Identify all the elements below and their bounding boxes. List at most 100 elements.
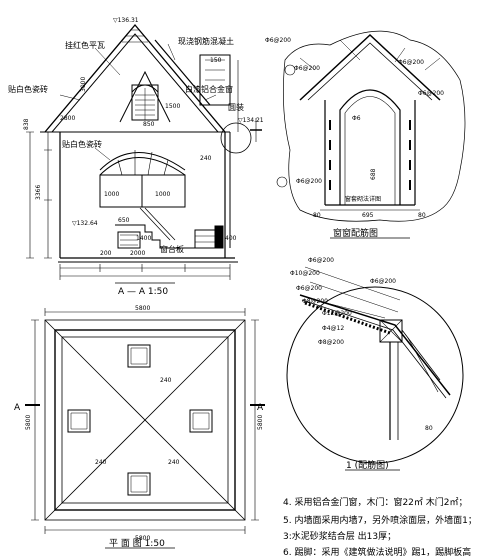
dim-2000: 2000 (130, 250, 145, 257)
note-4: 4. 采用铝合金门窗，木门：窗22㎡ 木门2㎡； (283, 496, 468, 508)
label-white-tile-mid: 贴白色瓷砖 (62, 139, 102, 149)
rebar-n-4: Φ12@200 (322, 310, 352, 317)
chimney-lines (205, 59, 225, 81)
rebar-w-5: Φ6 (352, 115, 361, 122)
dormer-mullions (135, 88, 155, 120)
elev-ground: ▽132.64 (72, 220, 98, 227)
dim-400: 400 (225, 235, 237, 242)
plan-dim-left: 5800 (25, 415, 32, 430)
plan-dim-240-a: 240 (160, 377, 172, 384)
caption-section: A — A 1:50 (118, 287, 168, 297)
dormer-arch (131, 84, 159, 93)
ridge-hatch (122, 29, 148, 43)
stair-steps (115, 224, 200, 249)
detail-circle-1 (220, 122, 252, 154)
rebar-n-2: Φ6@200 (296, 285, 322, 292)
elev-eave: ▽134.21 (238, 117, 264, 124)
dim-695: 695 (362, 212, 374, 219)
node-leaders (304, 266, 401, 319)
stair-hatch (120, 234, 138, 246)
section-mark-left: A (14, 403, 21, 413)
node-circle (286, 286, 464, 464)
window-arch-inner (344, 96, 396, 205)
caption-plan: 平 面 图 1:50 (109, 538, 165, 549)
dim-1500: 1500 (165, 103, 180, 110)
plan-dim-ticks (31, 308, 259, 534)
dim-1000-b: 1000 (155, 191, 170, 198)
dim-ticks-bottom (59, 264, 231, 280)
plan-dormer-top (127, 344, 151, 368)
rebar-w-1: Φ6@200 (294, 65, 320, 72)
rebar-w-3: Φ6@200 (418, 90, 444, 97)
chimney (199, 54, 231, 106)
detail-cloud-outline (283, 30, 466, 222)
plan-overhang (44, 319, 246, 521)
node-roof-inner (301, 299, 447, 399)
node-beam-x (379, 319, 403, 343)
rebar-n-5: Φ4@12 (322, 325, 344, 332)
plan-drawing (25, 308, 265, 549)
label-red-tile: 挂红色平瓦 (65, 40, 105, 50)
rebar-n-0: Φ6@200 (308, 257, 334, 264)
plan-inner (61, 336, 229, 504)
dim-1400: 1400 (136, 235, 151, 242)
label-white-tile-top: 贴白色瓷砖 (8, 84, 48, 94)
dim-200: 200 (100, 250, 112, 257)
elev-ridge: ▽136.31 (113, 17, 139, 24)
note-6: 6. 踢脚：采用《建筑做法说明》踢1，踢脚板高 (283, 546, 471, 558)
dim-240: 240 (200, 155, 212, 162)
plan-dormer-bottom (127, 472, 151, 496)
window-arch-opening (339, 89, 401, 205)
main-roof-inner (51, 33, 219, 133)
plan-dormer-left (67, 409, 91, 433)
window-arch-outer (99, 152, 186, 171)
dim-80-a: 80 (313, 212, 321, 219)
rebar-w-0: Φ6@200 (265, 37, 291, 44)
dim-826: 150 (210, 57, 222, 64)
dim-80-b: 80 (418, 212, 426, 219)
window-gable-outer (299, 33, 441, 101)
arch-voussoirs (117, 150, 169, 176)
dim-838: 838 (23, 118, 30, 130)
dim-ticks-left (26, 131, 52, 259)
hip-inner-2 (61, 336, 229, 504)
plan-dim-240-c: 240 (95, 459, 107, 466)
window-inner-note: 窗套砌法详图 (345, 195, 381, 203)
label-concrete: 现浇钢筋混凝土 (178, 36, 234, 46)
plan-dormer-inner (70, 347, 210, 493)
section-mark-right: A (257, 403, 264, 413)
plan-dim-bottom: 5800 (135, 535, 150, 542)
plan-dim-right: 5800 (257, 415, 264, 430)
dormer-roof (119, 70, 171, 123)
rebar-n-1: Φ10@200 (290, 270, 320, 277)
rebar-w-2: Φ6@200 (398, 59, 424, 66)
platform-post (214, 225, 224, 249)
plan-dormer-right (189, 409, 213, 433)
node-dim-80: 80 (425, 425, 433, 432)
caption-node: 1 (配筋图) (346, 459, 389, 471)
rebar-dots (329, 120, 411, 190)
dim-3000: 3000 (80, 77, 87, 92)
label-round: 圆装 (228, 102, 244, 112)
rebar-callout-a (276, 176, 288, 188)
rebar-w-4: Φ6@200 (296, 178, 322, 185)
plan-outer (54, 329, 236, 511)
side-roof (154, 39, 211, 106)
stair-stringer (139, 207, 176, 241)
leader-lines (59, 43, 217, 161)
label-sill: 窗台板 (160, 244, 184, 254)
plan-dim-top: 5800 (135, 305, 150, 312)
stair-rail-box (117, 231, 141, 249)
rebar-callout-b (284, 64, 296, 76)
node-rebar-dashed (304, 301, 391, 335)
note-5: 5. 内墙面采用内墙7，另外喷涂面层，外墙面1； (283, 514, 477, 526)
label-aluminum-window: 白漆铝合金窗 (185, 84, 233, 94)
dim-1000-a: 1000 (104, 191, 119, 198)
node-roof-line (299, 294, 451, 396)
node-diagonal-2 (407, 337, 439, 393)
window-detail (250, 30, 466, 239)
rebar-leaders (299, 39, 441, 71)
node-diagonal (401, 329, 441, 381)
rebar-n-3: Φ8@200 (302, 298, 328, 305)
